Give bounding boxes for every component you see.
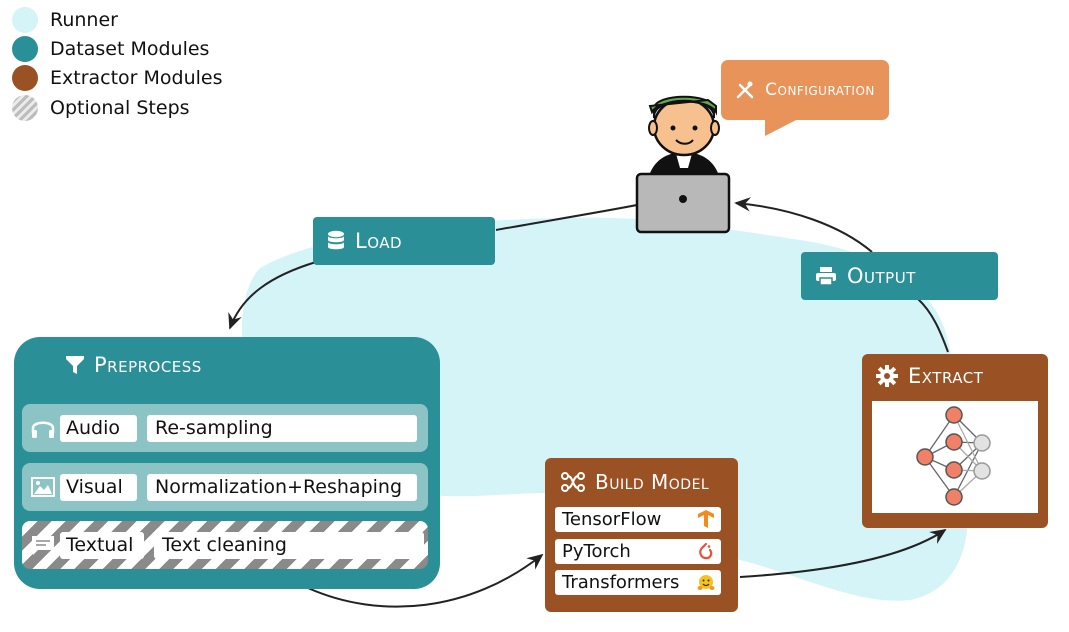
load-label: Load <box>355 229 403 253</box>
neural-network-panel <box>872 401 1038 513</box>
library-transformers: Transformers <box>555 570 721 595</box>
output-label: Output <box>847 264 916 288</box>
graph-icon <box>561 472 585 492</box>
image-icon <box>31 477 55 497</box>
build-model-module: Build Model TensorFlow PyTorch Transform… <box>545 458 738 612</box>
legend-swatch <box>12 7 38 33</box>
chat-icon <box>32 536 54 555</box>
arrow-build-to-extract <box>739 529 947 578</box>
legend-swatch <box>12 95 38 121</box>
extract-header: Extract <box>876 364 983 388</box>
build-model-title: Build Model <box>595 470 710 494</box>
tools-icon <box>736 81 754 99</box>
runner-blob <box>241 217 968 601</box>
library-name: TensorFlow <box>562 509 662 530</box>
preprocess-header: Preprocess <box>66 353 202 377</box>
user-avatar <box>648 95 720 180</box>
legend-item-runner: Runner <box>12 6 118 34</box>
modality-name: Audio <box>60 415 137 442</box>
legend-swatch <box>12 65 38 91</box>
legend-item-optional-steps: Optional Steps <box>12 94 190 122</box>
preprocess-title: Preprocess <box>94 353 202 377</box>
printer-icon <box>816 267 836 286</box>
headphones-icon <box>31 421 55 438</box>
legend-label: Extractor Modules <box>50 67 223 89</box>
database-icon <box>328 230 344 250</box>
library-name: PyTorch <box>562 541 631 562</box>
gear-icon <box>876 365 898 387</box>
legend-label: Dataset Modules <box>50 38 210 60</box>
arrow-extract-to-output <box>917 298 949 353</box>
arrow-preprocess-to-build <box>307 553 544 608</box>
pytorch-icon <box>699 542 713 560</box>
configuration-label: Configuration <box>765 80 875 100</box>
preprocess-module: Preprocess Audio Re-sampling Visual Norm… <box>14 337 440 589</box>
arrow-output-to-runner <box>734 197 873 253</box>
library-name: Transformers <box>562 572 680 593</box>
output-step: Output <box>801 252 998 300</box>
configuration-bubble: Configuration <box>721 60 889 120</box>
library-pytorch: PyTorch <box>555 539 721 564</box>
tensorflow-icon <box>698 510 714 528</box>
extract-module: Extract <box>862 354 1048 528</box>
legend-label: Runner <box>50 9 118 31</box>
legend-label: Optional Steps <box>50 97 190 119</box>
load-step: Load <box>313 217 495 265</box>
preprocess-row-textual: Textual Text cleaning <box>22 521 428 569</box>
preprocess-row-audio: Audio Re-sampling <box>22 404 428 452</box>
build-model-header: Build Model <box>561 470 709 494</box>
filter-icon <box>66 356 84 374</box>
legend-swatch <box>12 36 38 62</box>
preprocess-step: Text cleaning <box>154 532 424 559</box>
preprocess-row-visual: Visual Normalization+Reshaping <box>22 463 428 511</box>
arrow-load-to-preprocess <box>228 261 317 330</box>
config-bubble-tail <box>765 118 800 136</box>
library-tensorflow: TensorFlow <box>555 507 721 532</box>
extract-title: Extract <box>908 364 984 388</box>
preprocess-step: Normalization+Reshaping <box>147 474 417 501</box>
modality-name: Textual <box>60 532 144 559</box>
huggingface-icon <box>697 575 715 590</box>
modality-name: Visual <box>60 474 137 501</box>
preprocess-step: Re-sampling <box>147 415 417 442</box>
neural-network-icon <box>916 406 991 506</box>
arrow-runner-to-load <box>495 204 638 231</box>
legend-item-extractor-modules: Extractor Modules <box>12 64 223 92</box>
laptop-icon <box>635 172 731 234</box>
legend-item-dataset-modules: Dataset Modules <box>12 35 209 63</box>
